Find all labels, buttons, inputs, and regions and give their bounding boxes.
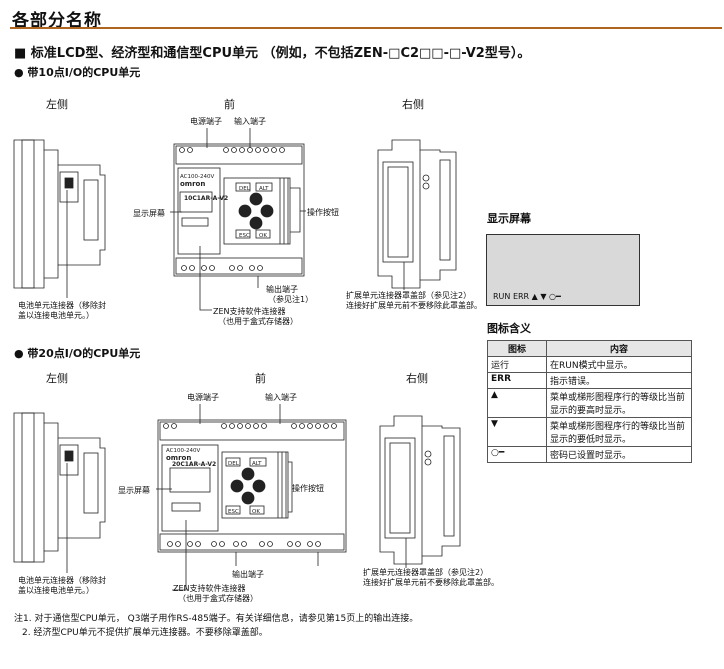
s1-label-expansion-2: 连接好扩展单元前不要移除此罩盖部。 <box>346 301 482 310</box>
s1-device-brand: omron <box>180 180 205 188</box>
s2-front-view <box>156 404 347 591</box>
s2-label-zen: ZEN支持软件连接器 <box>173 584 246 593</box>
s1-label-zen-note: （也用于盒式存储器） <box>218 317 298 326</box>
title-rule <box>10 27 722 29</box>
display-indicators: RUN ERR ▲ ▼ ○━ <box>493 292 561 301</box>
s1-left-side-view <box>13 139 106 298</box>
down-arrow-icon: ▼ <box>487 417 547 447</box>
note-2: 2. 经济型CPU单元不提供扩展单元连接器。不要移除罩盖部。 <box>22 628 268 638</box>
section1-title: ● 带10点I/O的CPU单元 <box>14 66 141 79</box>
s1-front-view <box>170 128 306 311</box>
table-row: ○━ 密码已设置时显示。 <box>487 446 692 463</box>
s2-label-display: 显示屏幕 <box>118 486 150 495</box>
s2-label-input: 输入端子 <box>265 393 297 402</box>
s2-left-side-view <box>13 412 106 573</box>
s2-view-right: 右侧 <box>406 372 428 385</box>
section-heading: ■ 标准LCD型、经济型和通信型CPU单元 （例如，不包括ZEN-□C2□□-□… <box>14 46 531 61</box>
s2-label-zen-note: （也用于盒式存储器） <box>178 594 258 603</box>
up-arrow-icon: ▲ <box>487 388 547 418</box>
table-row: ERR 指示错误。 <box>487 372 692 389</box>
s1-label-battery: 电池单元连接器（移除封 <box>18 301 106 310</box>
s1-view-right: 右侧 <box>402 98 424 111</box>
s1-view-front: 前 <box>224 98 235 111</box>
s1-btn-alt: ALT <box>259 186 269 192</box>
s1-label-display: 显示屏幕 <box>133 209 165 218</box>
s2-label-power: 电源端子 <box>187 393 219 402</box>
s1-view-left: 左侧 <box>46 98 68 111</box>
key-icon: ○━ <box>487 446 547 463</box>
s2-label-buttons: 操作按钮 <box>292 484 324 493</box>
s2-btn-alt: ALT <box>252 461 262 467</box>
s2-label-expansion-2: 连接好扩展单元前不要移除此罩盖部。 <box>363 578 499 587</box>
s2-view-left: 左侧 <box>46 372 68 385</box>
legend-text: 菜单或梯形图程序行的等级比当前显示的要低时显示。 <box>546 417 692 447</box>
legend-header-content: 内容 <box>546 340 692 357</box>
s1-label-input: 输入端子 <box>234 117 266 126</box>
s2-device-brand: omron <box>166 454 191 462</box>
table-row: ▼ 菜单或梯形图程序行的等级比当前显示的要低时显示。 <box>487 417 692 447</box>
s2-btn-ok: OK <box>252 509 260 515</box>
s2-label-battery: 电池单元连接器（移除封 <box>18 576 106 585</box>
s2-btn-esc: ESC <box>228 509 239 515</box>
s1-label-expansion: 扩展单元连接器罩盖部（参见注2） <box>346 291 472 300</box>
table-row: ▲ 菜单或梯形图程序行的等级比当前显示的要高时显示。 <box>487 388 692 418</box>
display-panel-title: 显示屏幕 <box>487 212 531 225</box>
section2-title: ● 带20点I/O的CPU单元 <box>14 347 141 360</box>
display-screen-illustration: RUN ERR ▲ ▼ ○━ <box>486 234 640 306</box>
legend-icon-run: 运行 <box>487 356 547 373</box>
s2-label-battery-2: 盖以连接电池单元。） <box>18 586 94 595</box>
legend-icon-err: ERR <box>487 372 547 389</box>
s1-label-output-note: （参见注1） <box>268 295 314 304</box>
legend-text: 指示错误。 <box>546 372 692 389</box>
s1-device-model: 10C1AR-A-V2 <box>184 195 228 202</box>
legend-text: 在RUN模式中显示。 <box>546 356 692 373</box>
footnotes: 注1. 对于通信型CPU单元， Q3端子用作RS-485端子。有关详细信息，请参… <box>14 612 418 640</box>
s2-right-side-view <box>379 415 461 568</box>
legend-header-icon: 图标 <box>487 340 547 357</box>
s2-label-output: 输出端子 <box>232 570 264 579</box>
legend-text: 密码已设置时显示。 <box>546 446 692 463</box>
s1-label-buttons: 操作按钮 <box>307 208 339 217</box>
note-1: 注1. 对于通信型CPU单元， Q3端子用作RS-485端子。有关详细信息，请参… <box>14 614 419 624</box>
s1-btn-esc: ESC <box>239 233 250 239</box>
s1-btn-del: DEL <box>239 186 251 192</box>
s2-view-front: 前 <box>255 372 266 385</box>
page-title: 各部分名称 <box>12 11 102 31</box>
s1-label-output: 输出端子 <box>266 285 298 294</box>
s2-device-sub: AC100-240V <box>166 448 200 454</box>
legend-text: 菜单或梯形图程序行的等级比当前显示的要高时显示。 <box>546 388 692 418</box>
s1-btn-ok: OK <box>259 233 267 239</box>
s1-label-power: 电源端子 <box>190 117 222 126</box>
table-row: 运行 在RUN模式中显示。 <box>487 356 692 373</box>
s1-label-battery-2: 盖以连接电池单元。） <box>18 311 94 320</box>
icon-legend-table: 图标 内容 运行 在RUN模式中显示。 ERR 指示错误。 ▲ 菜单或梯形图程序… <box>487 340 692 463</box>
s1-label-zen: ZEN支持软件连接器 <box>213 307 286 316</box>
s2-btn-del: DEL <box>228 461 240 467</box>
s1-device-sub: AC100-240V <box>180 174 214 180</box>
s1-right-side-view <box>377 139 457 290</box>
s2-label-expansion: 扩展单元连接器罩盖部（参见注2） <box>363 568 489 577</box>
s2-device-model: 20C1AR-A-V2 <box>172 461 216 468</box>
legend-title: 图标含义 <box>487 322 531 335</box>
